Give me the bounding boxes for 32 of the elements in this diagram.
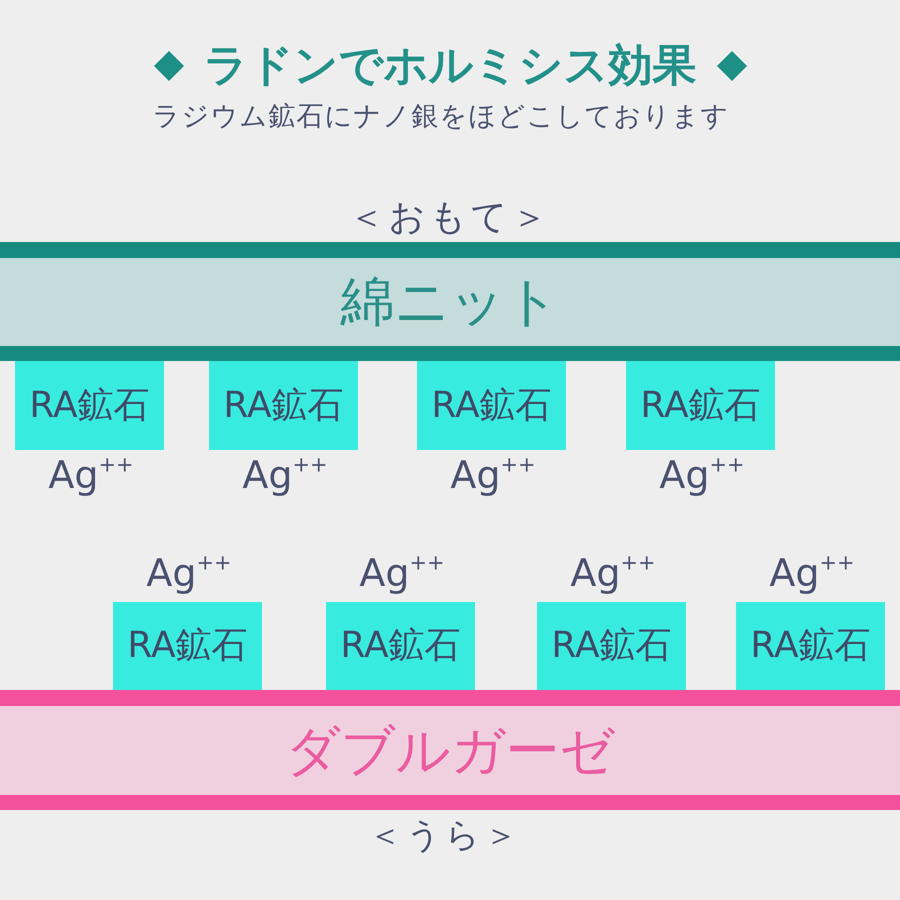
fabric-band xyxy=(0,242,900,361)
ore-tile xyxy=(736,602,885,690)
band-label: 綿ニット xyxy=(340,272,560,332)
ore-tile xyxy=(113,602,262,690)
fabric-band xyxy=(0,690,900,810)
ore-tile xyxy=(209,361,358,450)
subtitle: ラジウム鉱石にナノ銀をほどこしております xyxy=(152,102,730,132)
side-label: ＜うら＞ xyxy=(368,817,522,855)
ion-label: Ag$^{++}$ xyxy=(146,553,232,595)
ion-label: Ag$^{++}$ xyxy=(659,455,745,497)
ore-tile xyxy=(15,361,164,450)
title: ラドンでホルミシス効果 xyxy=(204,42,696,90)
ore-label: RA鉱石 xyxy=(750,626,871,666)
ion-label: Ag$^{++}$ xyxy=(450,455,536,497)
ore-label: RA鉱石 xyxy=(223,386,344,426)
band-label: ダブルガーゼ xyxy=(286,720,614,780)
ore-label: RA鉱石 xyxy=(640,386,761,426)
ion-label: Ag$^{++}$ xyxy=(48,455,134,497)
ore-label: RA鉱石 xyxy=(29,386,150,426)
ore-label: RA鉱石 xyxy=(551,626,672,666)
ore-label: RA鉱石 xyxy=(340,626,461,666)
ion-label: Ag$^{++}$ xyxy=(359,553,445,595)
ore-tile xyxy=(537,602,686,690)
ore-tile xyxy=(326,602,475,690)
ore-label: RA鉱石 xyxy=(431,386,552,426)
side-label: ＜おもて＞ xyxy=(348,198,552,238)
ore-tile xyxy=(417,361,566,450)
ore-tile xyxy=(626,361,775,450)
ion-label: Ag$^{++}$ xyxy=(570,553,656,595)
ion-label: Ag$^{++}$ xyxy=(242,455,328,497)
ore-label: RA鉱石 xyxy=(127,626,248,666)
ion-label: Ag$^{++}$ xyxy=(769,553,855,595)
